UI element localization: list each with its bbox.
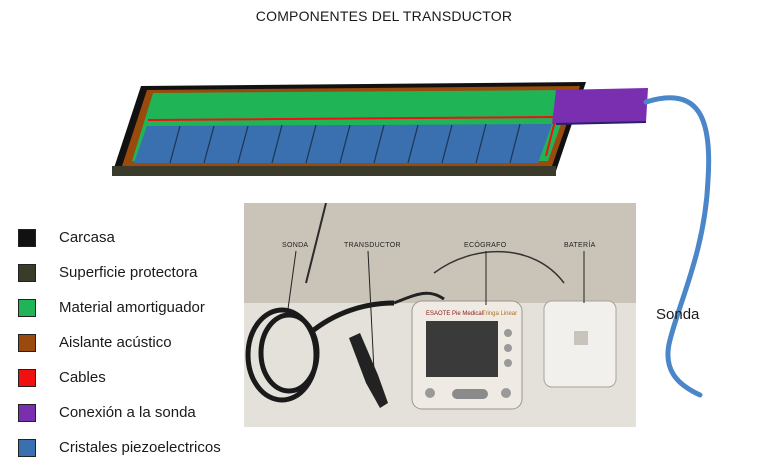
legend-item-carcasa: Carcasa	[18, 220, 221, 255]
legend-label: Conexión a la sonda	[59, 404, 196, 421]
legend-swatch	[18, 228, 36, 247]
legend-swatch	[18, 368, 36, 387]
legend-label: Material amortiguador	[59, 299, 205, 316]
legend-swatch	[18, 403, 36, 422]
equipment-photo: ESAOTE Pie Medical Tringa Linear SONDA T…	[244, 203, 636, 427]
legend-swatch	[18, 298, 36, 317]
battery-pack	[543, 300, 617, 388]
legend-item-cristales: Cristales piezoelectricos	[18, 430, 221, 465]
legend-label: Carcasa	[59, 229, 115, 246]
legend-item-conexion-sonda: Conexión a la sonda	[18, 395, 221, 430]
device-brand: ESAOTE Pie Medical	[426, 311, 483, 317]
transducer-handle	[349, 333, 388, 408]
photo-label-ecografo: ECÓGRAFO	[464, 240, 507, 249]
piezo-crystal-dividers	[169, 123, 521, 164]
legend: Carcasa Superficie protectora Material a…	[18, 220, 221, 465]
legend-item-cables: Cables	[18, 360, 221, 395]
equipment-photo-illustration: ESAOTE Pie Medical Tringa Linear SONDA T…	[244, 203, 636, 427]
probe-label: Sonda	[656, 306, 700, 323]
probe-cable-shape	[643, 95, 712, 398]
legend-swatch	[18, 333, 36, 352]
legend-label: Superficie protectora	[59, 264, 198, 281]
legend-label: Cristales piezoelectricos	[59, 439, 221, 456]
legend-swatch	[18, 438, 36, 457]
photo-label-transductor: TRANSDUCTOR	[344, 242, 401, 249]
legend-item-aislante-acustico: Aislante acústico	[18, 325, 221, 360]
diagram-title: COMPONENTES DEL TRANSDUCTOR	[255, 8, 513, 24]
protective-surface-shape	[112, 166, 556, 176]
legend-label: Aislante acústico	[59, 334, 172, 351]
legend-swatch	[18, 263, 36, 282]
legend-label: Cables	[59, 369, 106, 386]
probe-connection-shape	[552, 88, 648, 124]
legend-item-superficie-protectora: Superficie protectora	[18, 255, 221, 290]
piezo-crystals-shape	[134, 124, 552, 163]
ultrasound-device: ESAOTE Pie Medical Tringa Linear	[411, 300, 523, 410]
device-model: Tringa Linear	[482, 311, 517, 317]
photo-label-bateria: BATERÍA	[564, 240, 596, 249]
probe-coil	[245, 300, 395, 403]
legend-item-material-amortiguador: Material amortiguador	[18, 290, 221, 325]
photo-label-sonda: SONDA	[282, 242, 308, 249]
